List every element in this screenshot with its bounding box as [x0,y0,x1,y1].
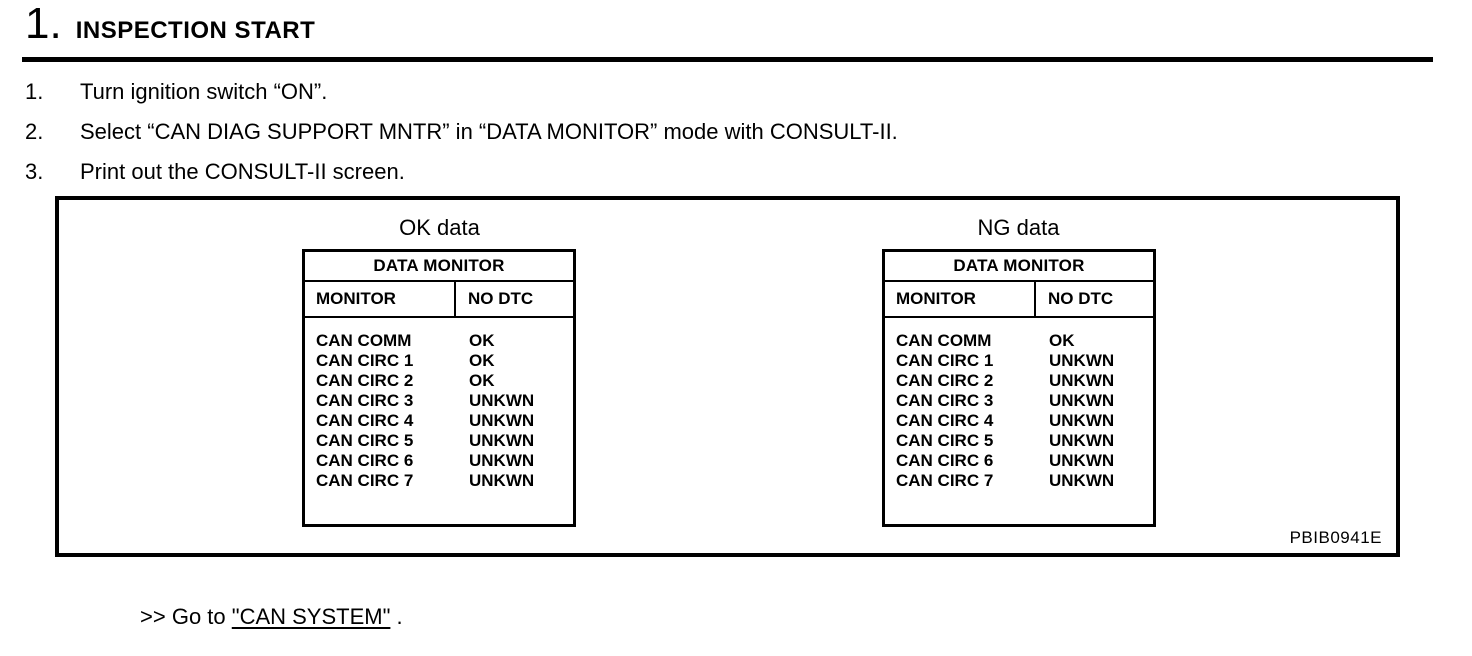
status-cell: UNKWN [469,451,535,470]
status-cell: OK [469,351,495,370]
status-cell: OK [469,331,495,350]
step-item: 3. Print out the CONSULT-II screen. [25,152,1425,192]
screen-title: DATA MONITOR [885,252,1153,282]
result-line: >> Go to "CAN SYSTEM" . [140,604,403,630]
heading-title: INSPECTION START [75,17,316,44]
step-text: Turn ignition switch “ON”. [80,79,328,104]
table-row: CAN COMM OK [316,331,573,351]
step-number: 3. [25,159,44,184]
heading-number: 1. [25,0,62,48]
status-cell: UNKWN [469,471,535,490]
status-cell: UNKWN [469,431,535,450]
figure-code: PBIB0941E [1289,528,1382,547]
monitor-cell: CAN CIRC 6 [896,451,994,470]
consult-screen-ok: DATA MONITOR MONITOR NO DTC CAN COMM OK … [302,249,576,527]
column-header-row: MONITOR NO DTC [305,282,573,318]
step-item: 1. Turn ignition switch “ON”. [25,72,1425,112]
table-row: CAN CIRC 7 UNKWN [316,471,573,491]
step-item: 2. Select “CAN DIAG SUPPORT MNTR” in “DA… [25,112,1425,152]
step-text: Select “CAN DIAG SUPPORT MNTR” in “DATA … [80,119,898,144]
table-row: CAN CIRC 3 UNKWN [316,391,573,411]
status-cell: UNKWN [1049,391,1115,410]
monitor-cell: CAN CIRC 5 [896,431,994,450]
monitor-cell: CAN CIRC 1 [896,351,994,370]
table-row: CAN COMM OK [896,331,1153,351]
step-number: 1. [25,79,44,104]
monitor-cell: CAN CIRC 2 [316,371,414,390]
table-row: CAN CIRC 6 UNKWN [316,451,573,471]
status-cell: UNKWN [469,391,535,410]
column-header-status: NO DTC [454,282,573,316]
panel-label-ok: OK data [399,215,480,240]
table-row: CAN CIRC 2 UNKWN [896,371,1153,391]
status-cell: OK [1049,331,1075,350]
result-marker: >> [140,604,166,629]
can-system-link[interactable]: "CAN SYSTEM" [231,604,391,629]
page-heading: 1. INSPECTION START [25,2,315,46]
heading-rule [22,57,1433,62]
status-cell: UNKWN [1049,451,1115,470]
monitor-cell: CAN CIRC 1 [316,351,414,370]
monitor-cell: CAN COMM [316,331,412,350]
monitor-cell: CAN COMM [896,331,992,350]
step-number: 2. [25,119,44,144]
step-text: Print out the CONSULT-II screen. [80,159,405,184]
monitor-cell: CAN CIRC 5 [316,431,414,450]
status-cell: UNKWN [1049,431,1115,450]
table-row: CAN CIRC 3 UNKWN [896,391,1153,411]
monitor-cell: CAN CIRC 3 [896,391,994,410]
status-cell: UNKWN [1049,351,1115,370]
table-row: CAN CIRC 4 UNKWN [316,411,573,431]
column-header-monitor: MONITOR [316,289,396,308]
result-text: Go to [171,604,226,629]
status-cell: UNKWN [1049,471,1115,490]
table-row: CAN CIRC 5 UNKWN [316,431,573,451]
figure-box: OK data NG data DATA MONITOR MONITOR NO … [55,196,1400,557]
monitor-cell: CAN CIRC 7 [896,471,994,490]
screen-title: DATA MONITOR [305,252,573,282]
column-header-monitor: MONITOR [896,289,976,308]
result-period: . [396,604,403,629]
table-row: CAN CIRC 7 UNKWN [896,471,1153,491]
monitor-cell: CAN CIRC 4 [896,411,994,430]
consult-screen-ng: DATA MONITOR MONITOR NO DTC CAN COMM OK … [882,249,1156,527]
screen-body: CAN COMM OK CAN CIRC 1 OK CAN CIRC 2 OK … [305,318,573,491]
table-row: CAN CIRC 6 UNKWN [896,451,1153,471]
monitor-cell: CAN CIRC 7 [316,471,414,490]
table-row: CAN CIRC 4 UNKWN [896,411,1153,431]
table-row: CAN CIRC 2 OK [316,371,573,391]
monitor-cell: CAN CIRC 6 [316,451,414,470]
column-header-row: MONITOR NO DTC [885,282,1153,318]
procedure-steps: 1. Turn ignition switch “ON”. 2. Select … [25,72,1425,192]
status-cell: OK [469,371,495,390]
status-cell: UNKWN [1049,411,1115,430]
monitor-cell: CAN CIRC 2 [896,371,994,390]
table-row: CAN CIRC 5 UNKWN [896,431,1153,451]
screen-body: CAN COMM OK CAN CIRC 1 UNKWN CAN CIRC 2 … [885,318,1153,491]
monitor-cell: CAN CIRC 3 [316,391,414,410]
table-row: CAN CIRC 1 OK [316,351,573,371]
status-cell: UNKWN [469,411,535,430]
status-cell: UNKWN [1049,371,1115,390]
table-row: CAN CIRC 1 UNKWN [896,351,1153,371]
panel-label-ng: NG data [977,215,1060,240]
column-header-status: NO DTC [1034,282,1153,316]
monitor-cell: CAN CIRC 4 [316,411,414,430]
